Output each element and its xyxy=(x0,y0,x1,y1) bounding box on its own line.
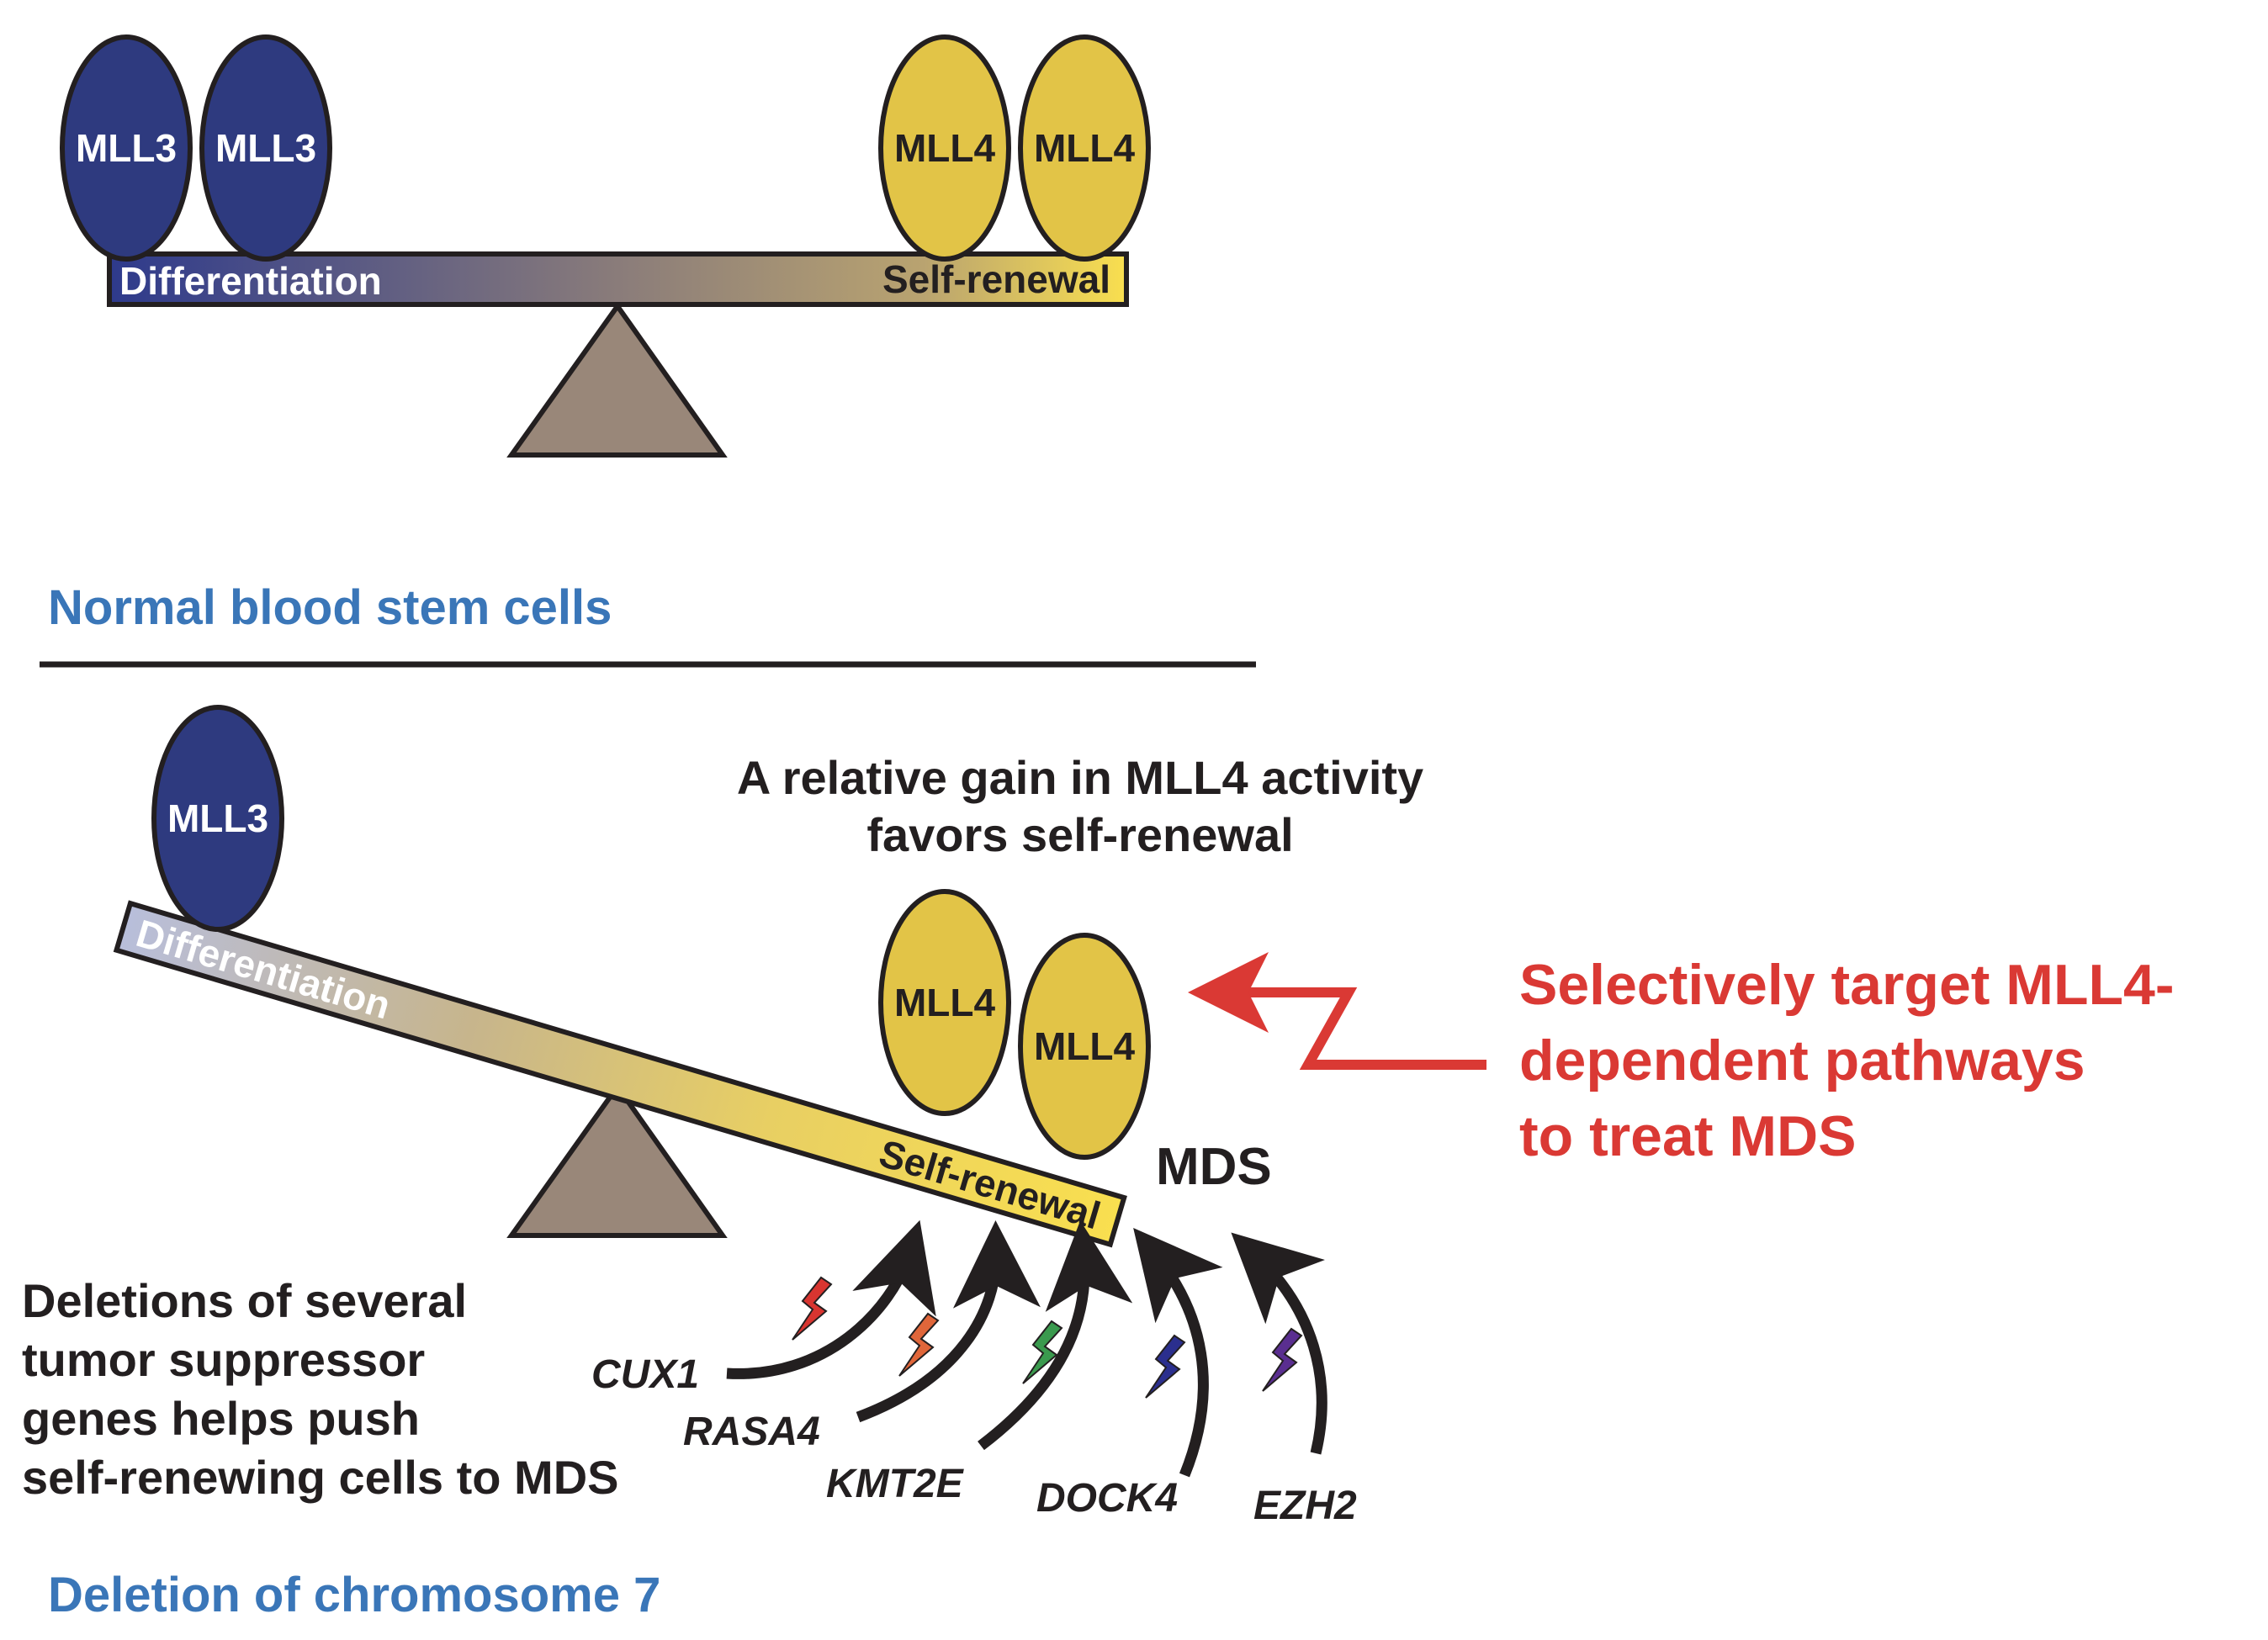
therapy-annotation: Selectively target MLL4- dependent pathw… xyxy=(1188,952,2174,1168)
mll3-protein: MLL3 xyxy=(151,705,284,932)
mds-label: MDS xyxy=(1156,1138,1272,1196)
deletion-panel: A relative gain in MLL4 activity favors … xyxy=(22,705,1423,1622)
gene-arrows xyxy=(726,1219,1327,1478)
dock4-arrow xyxy=(1133,1227,1223,1478)
rasa4-arrow xyxy=(856,1220,1041,1423)
mll3-label: MLL3 xyxy=(76,126,177,170)
mll4-label: MLL4 xyxy=(1034,1024,1136,1068)
gene-label-cux1: CUX1 xyxy=(591,1352,699,1397)
description-line: genes helps push xyxy=(22,1392,420,1445)
mll4-protein: MLL4 xyxy=(878,34,1011,262)
caption-line-2: favors self-renewal xyxy=(866,808,1293,861)
gene-label-dock4: DOCK4 xyxy=(1036,1476,1178,1521)
lightning-bolts xyxy=(792,1276,1303,1399)
bolt-icon-ezh2 xyxy=(1262,1327,1303,1392)
therapy-line: dependent pathways xyxy=(1519,1029,2085,1092)
normal-panel: Differentiation Self-renewal MLL3 MLL3 M… xyxy=(48,34,1151,635)
ezh2-arrow xyxy=(1231,1232,1327,1455)
mll3-label: MLL3 xyxy=(167,796,268,840)
description-line: tumor suppressor xyxy=(22,1333,425,1386)
therapy-arrow xyxy=(1188,952,1486,1070)
cux1-arrow xyxy=(726,1219,936,1379)
therapy-line: Selectively target MLL4- xyxy=(1519,953,2174,1017)
mll4-protein: MLL4 xyxy=(1018,933,1151,1160)
deletion-panel-title: Deletion of chromosome 7 xyxy=(48,1568,660,1622)
bolt-icon-kmt2e xyxy=(1022,1320,1063,1384)
mll4-protein: MLL4 xyxy=(878,889,1011,1116)
bolt-icon-dock4 xyxy=(1145,1334,1186,1399)
fulcrum-triangle xyxy=(506,1082,728,1238)
bolt-icon-rasa4 xyxy=(898,1312,940,1377)
mll3-protein: MLL3 xyxy=(60,34,193,262)
gene-label-ezh2: EZH2 xyxy=(1253,1484,1357,1528)
fulcrum-triangle xyxy=(506,301,728,458)
mll3-protein: MLL3 xyxy=(199,34,332,262)
description-line: self-renewing cells to MDS xyxy=(22,1451,619,1504)
mll4-label: MLL4 xyxy=(894,981,996,1024)
mll4-protein: MLL4 xyxy=(1018,34,1151,262)
bolt-icon-cux1 xyxy=(792,1276,833,1341)
mll4-label: MLL4 xyxy=(1034,126,1136,170)
gene-label-kmt2e: KMT2E xyxy=(826,1462,965,1506)
mll4-label: MLL4 xyxy=(894,126,996,170)
therapy-line: to treat MDS xyxy=(1519,1104,1856,1168)
caption-line-1: A relative gain in MLL4 activity xyxy=(737,751,1423,804)
gene-label-rasa4: RASA4 xyxy=(683,1410,820,1454)
description-line: Deletions of several xyxy=(22,1274,467,1327)
kmt2e-arrow xyxy=(978,1220,1133,1451)
mll3-label: MLL3 xyxy=(215,126,316,170)
differentiation-label: Differentiation xyxy=(119,259,382,303)
normal-panel-title: Normal blood stem cells xyxy=(48,580,612,635)
self-renewal-label: Self-renewal xyxy=(882,257,1110,301)
